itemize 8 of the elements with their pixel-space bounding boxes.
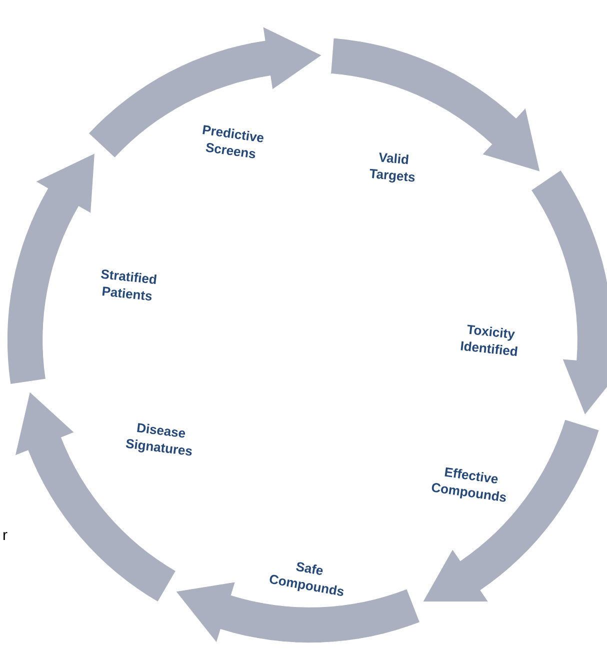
stage-label: Disease Signatures bbox=[126, 423, 192, 456]
stage-label: Stratified Patients bbox=[101, 270, 157, 300]
stage-label: Valid Targets bbox=[370, 152, 415, 183]
text-fragment: r bbox=[4, 532, 8, 540]
stage-label: Effective Compounds bbox=[432, 467, 506, 502]
stage-label: Predictive Screens bbox=[202, 125, 264, 158]
stage-label: Toxicity Identified bbox=[460, 324, 518, 356]
stage-label: Safe Compounds bbox=[270, 562, 344, 596]
